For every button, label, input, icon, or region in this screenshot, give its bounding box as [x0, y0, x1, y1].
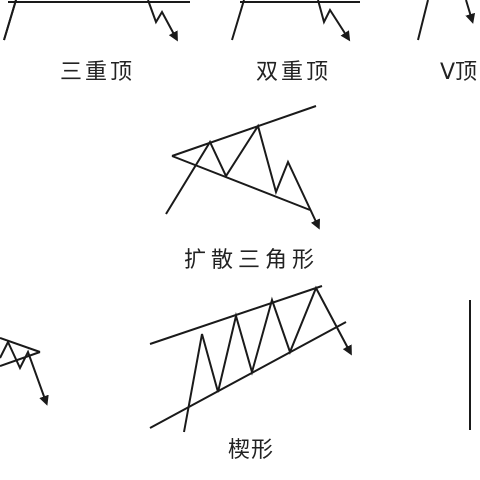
- double-top-label: 双重顶: [256, 60, 332, 85]
- double-top-price-path: [231, 0, 348, 40]
- broadening-triangle-label: 扩散三角形: [184, 248, 320, 273]
- left-partial-price-path: [0, 339, 49, 406]
- wedge-label: 楔形: [228, 438, 275, 463]
- broadening-price-path: [165, 123, 320, 230]
- triple-top-pattern: [3, 0, 190, 40]
- triple-top-price-path: [3, 0, 176, 40]
- broadening-upper-trendline: [171, 105, 317, 157]
- wedge-pattern: [149, 285, 352, 433]
- left-partial-pattern: [0, 337, 49, 406]
- double-top-pattern: [231, 0, 360, 40]
- left-partial-lower-line: [0, 351, 41, 367]
- broadening-triangle-pattern: [165, 105, 320, 230]
- triple-top-label: 三重顶: [60, 60, 136, 85]
- v-top-pattern: [417, 0, 472, 41]
- left-partial-upper-line: [0, 337, 41, 353]
- v-top-label: V顶: [440, 60, 478, 85]
- v-top-price-path: [417, 0, 472, 41]
- wedge-lower-trendline: [149, 321, 347, 429]
- wedge-price-path: [183, 285, 352, 433]
